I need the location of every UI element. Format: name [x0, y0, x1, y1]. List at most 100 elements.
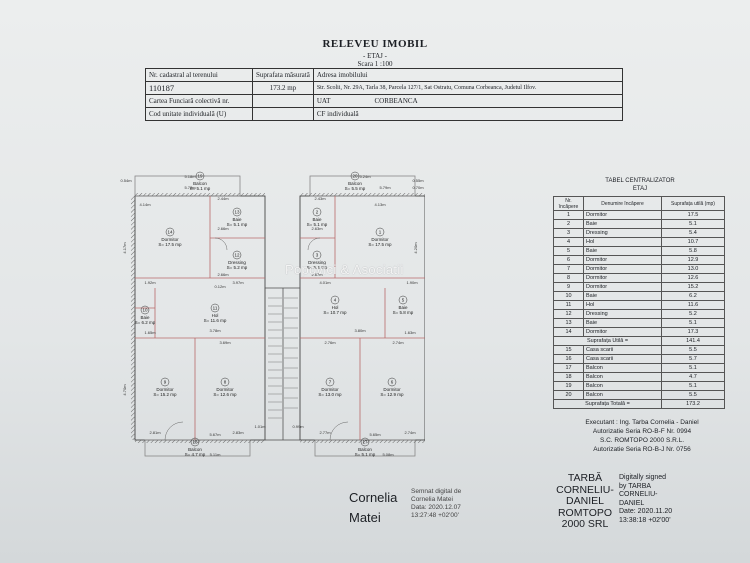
- executant-line2: Autorizatie Seria RO-B-F Nr. 0994: [592, 428, 692, 435]
- dimension-label: 0.55m: [412, 178, 424, 183]
- executant-line1: Executant : Ing. Tarba Cornelia - Daniel: [585, 419, 699, 426]
- cadastral-number: 110187: [145, 81, 253, 95]
- dimension-label: 0.12m: [214, 284, 226, 289]
- dimension-label: 2.67m: [311, 272, 323, 277]
- room-number: 9: [164, 380, 167, 385]
- room-name: Dormitor: [161, 237, 179, 242]
- left-unit-outline: [134, 195, 266, 441]
- room-area: S= 5.1 mp: [355, 452, 376, 457]
- sig2-detail6: 13:38:18 +02'00': [619, 516, 671, 524]
- dimension-label: 3.97m: [232, 280, 244, 285]
- sig2-detail3: CORNELIU-: [619, 491, 658, 498]
- header-cadastral: Nr. cadastral al terenului: [145, 68, 253, 82]
- centralizer-row-cell-2: 5.2: [661, 309, 725, 319]
- room-name: Hol: [332, 305, 339, 310]
- cf-individual-label: CF individuală: [312, 107, 624, 121]
- centralizer-row-cell-1: Baie: [583, 246, 662, 256]
- dimension-label: 2.63m: [311, 226, 323, 231]
- room-area: S= 5.2 mp: [227, 265, 248, 270]
- left-wall-hatch: [131, 196, 135, 440]
- centralizer-row-cell-2: 5.8: [661, 246, 725, 256]
- total-area-label: Suprafața Totală =: [553, 399, 662, 409]
- dimension-label: 5.65m: [369, 432, 381, 437]
- room-name: Dormitor: [371, 237, 389, 242]
- centralizer-row-cell-1: Balcon: [583, 363, 662, 373]
- sig2-detail4: DANIEL: [619, 499, 645, 507]
- total-area-value: 173.2: [661, 399, 725, 409]
- room-number-circle: [232, 250, 242, 260]
- room-name: Baie: [232, 217, 242, 222]
- uat-label: UAT: [316, 97, 331, 105]
- dimension-label: 1.01m: [254, 424, 266, 429]
- room-number: 3: [316, 253, 319, 258]
- sig2-detail1: Digitally signed: [619, 474, 667, 481]
- room-number-circle: [210, 303, 220, 313]
- sig1-name-line2: Matei: [349, 510, 381, 525]
- centralizer-title: TABEL CENTRALIZATOR: [605, 178, 675, 184]
- sig1-detail3: Data: 2020.12.07: [411, 504, 461, 511]
- room-number: 2: [316, 210, 319, 215]
- centralizer-row-cell-1: Dormitor: [583, 273, 662, 283]
- dimension-label: 4.70m: [122, 384, 127, 396]
- sig1-detail1: Semnat digital de: [411, 488, 462, 495]
- room-area: S= 15.2 mp: [153, 392, 177, 397]
- centralizer-row-cell-0: 20: [553, 390, 584, 400]
- room-area: S= 4.7 mp: [185, 452, 206, 457]
- bottom-wall-hatch-left: [135, 440, 265, 443]
- room-number-circle: [190, 437, 200, 447]
- room-area: S= 13.0 mp: [318, 392, 342, 397]
- room-number: 4: [334, 298, 337, 303]
- sig1-name-line1: Cornelia: [349, 490, 398, 505]
- dimension-label: 2.66m: [217, 226, 229, 231]
- centralizer-row-cell-1: Dormitor: [583, 327, 662, 337]
- executant-line4: Autorizatie Seria RO-B-J Nr. 0756: [593, 446, 691, 453]
- centralizer-row-cell-1: Hol: [583, 237, 662, 247]
- dimension-label: 4.01m: [319, 280, 331, 285]
- room-area: S= 5.5 mp: [345, 186, 366, 191]
- sig1-detail2: Cornelia Matei: [411, 496, 453, 503]
- dimension-label: 4.20m: [413, 242, 418, 254]
- centralizer-row-cell-0: 3: [553, 228, 584, 238]
- centralizer-row-cell-2: 5.1: [661, 381, 725, 391]
- room-name: Dormitor: [321, 387, 339, 392]
- centralizer-row-cell-2: 12.6: [661, 273, 725, 283]
- dimension-label: 5.11m: [210, 452, 221, 457]
- centralizer-row-cell-2: 5.5: [661, 390, 725, 400]
- centralizer-row-cell-0: 16: [553, 354, 584, 364]
- dimension-label: 4.14m: [139, 202, 151, 207]
- header-area: Suprafata măsurată: [252, 68, 314, 82]
- centralizer-row-cell-0: 4: [553, 237, 584, 247]
- room-number: 8: [224, 380, 227, 385]
- room-number-circle: [325, 377, 335, 387]
- property-info-table: Nr. cadastral al terenului Suprafata măs…: [145, 68, 624, 121]
- centralizer-row-cell-2: 11.6: [661, 300, 725, 310]
- signature-cornelia-details: Semnat digital de Cornelia Matei Data: 2…: [411, 488, 461, 520]
- centralizer-row-cell-1: Casa scarii: [583, 354, 662, 364]
- uat-value: CORBEANCA: [374, 97, 418, 105]
- room-number: 17: [362, 440, 368, 445]
- room-number-circle: [330, 295, 340, 305]
- centralizer-row-cell-0: 11: [553, 300, 584, 310]
- total-area-row: Suprafața Totală =173.2: [553, 399, 725, 409]
- dimension-label: 2.81m: [149, 430, 161, 435]
- centralizer-row-cell-2: 5.5: [661, 345, 725, 355]
- property-address: Str. Scolii, Nr. 29A, Tarla 38, Parcela …: [312, 81, 624, 95]
- room-name: Dormitor: [156, 387, 174, 392]
- signature-tarba-details: Digitally signed by TARBA CORNELIU- DANI…: [619, 474, 672, 525]
- room-area: S= 17.5 mp: [158, 242, 182, 247]
- room-number: 20: [352, 174, 358, 179]
- room-number-circle: [195, 171, 205, 181]
- room-number: 7: [329, 380, 332, 385]
- room-name: Baie: [312, 217, 322, 222]
- room-number: 14: [167, 230, 173, 235]
